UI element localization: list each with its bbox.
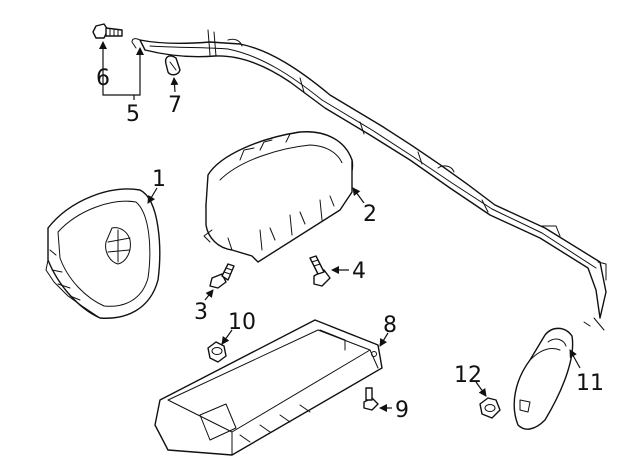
passenger-airbag-part [203, 131, 354, 263]
callout-4: 4 [352, 259, 366, 284]
bolt-part-9 [363, 387, 379, 411]
seat-airbag-part [513, 327, 574, 430]
callout-7: 7 [168, 93, 182, 118]
callout-6: 6 [96, 66, 110, 91]
callout-3: 3 [194, 300, 208, 325]
bolt-part-4 [309, 255, 331, 287]
callout-1: 1 [152, 167, 166, 192]
callout-5: 5 [126, 102, 140, 127]
callout-11: 11 [576, 371, 604, 396]
callout-10: 10 [228, 310, 256, 335]
nut-part-10 [207, 341, 227, 363]
bolt-part-6 [92, 23, 123, 39]
bolt-part-3 [209, 263, 235, 289]
callout-2: 2 [363, 202, 377, 227]
curtain-airbag-part [131, 29, 607, 331]
callout-9: 9 [395, 398, 409, 423]
callout-8: 8 [383, 313, 397, 338]
clip-part-7 [164, 55, 181, 76]
callout-12: 12 [454, 363, 482, 388]
leader-lines [99, 41, 581, 412]
steering-wheel-airbag-part [45, 188, 161, 319]
knee-airbag-part [154, 319, 383, 456]
nut-part-12 [479, 397, 501, 419]
callout-labels: 1 2 3 4 5 6 7 8 9 10 11 12 [96, 66, 604, 423]
